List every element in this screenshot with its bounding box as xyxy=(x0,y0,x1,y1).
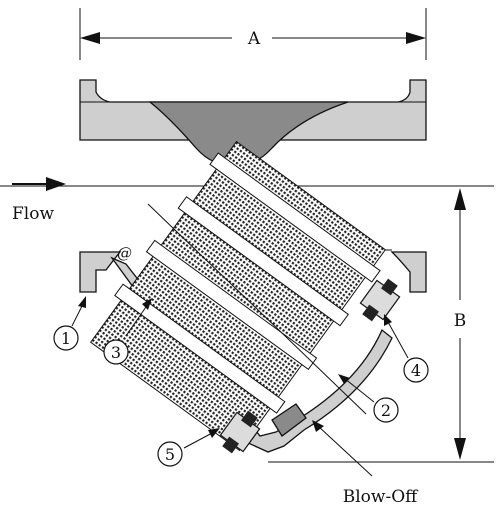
leader-3 xyxy=(125,303,149,337)
leader-4 xyxy=(387,321,409,359)
dim-a-left-arrow xyxy=(80,32,100,44)
screen-band-1 xyxy=(209,152,381,283)
screen-band-3 xyxy=(145,239,318,371)
svg-text:2: 2 xyxy=(381,401,391,420)
leader-1-head xyxy=(78,296,86,308)
flow-arrow-head xyxy=(46,177,66,191)
screen-band-2 xyxy=(177,196,349,327)
leader-2-head xyxy=(338,374,350,384)
outlet-flange xyxy=(390,251,427,293)
svg-text:4: 4 xyxy=(411,361,421,380)
leader-5-head xyxy=(208,428,220,438)
svg-text:3: 3 xyxy=(111,343,121,362)
dim-a-label: A xyxy=(247,29,261,49)
callout-3: 3 xyxy=(103,339,129,365)
flow-indicator: Flow xyxy=(12,177,66,224)
callout-1: 1 xyxy=(53,325,79,351)
leader-3-head xyxy=(142,298,152,310)
svg-text:5: 5 xyxy=(165,445,175,464)
leader-blow-off xyxy=(317,425,373,477)
callout-leaders xyxy=(71,296,409,477)
dim-b-bottom-arrow xyxy=(454,438,466,460)
strainer-body xyxy=(79,79,427,453)
blow-off-cap xyxy=(271,403,307,437)
leader-2 xyxy=(343,377,375,403)
callout-5: 5 xyxy=(157,441,183,467)
side-mark-2: @ xyxy=(117,244,132,262)
dim-b-top-arrow xyxy=(454,188,466,210)
dimension-a: A xyxy=(79,8,427,60)
leader-blow-off-head xyxy=(312,420,324,432)
callout-4: 4 xyxy=(403,357,429,383)
svg-text:1: 1 xyxy=(61,329,71,348)
cover-bolt-4 xyxy=(359,278,401,322)
strainer-screen xyxy=(89,140,387,452)
callout-2: 2 xyxy=(373,397,399,423)
leader-4-head xyxy=(384,314,392,326)
screen-axis-line xyxy=(147,203,367,415)
screen-band-4 xyxy=(114,283,286,414)
leader-5 xyxy=(183,431,215,449)
screen-mesh xyxy=(89,140,387,452)
inlet-flange xyxy=(79,251,122,293)
dim-b-label: B xyxy=(454,311,467,331)
blow-off-label: Blow-Off xyxy=(343,487,419,507)
dim-a-right-arrow xyxy=(406,32,426,44)
flow-label: Flow xyxy=(12,204,54,224)
cover-bolt-5 xyxy=(219,410,261,454)
